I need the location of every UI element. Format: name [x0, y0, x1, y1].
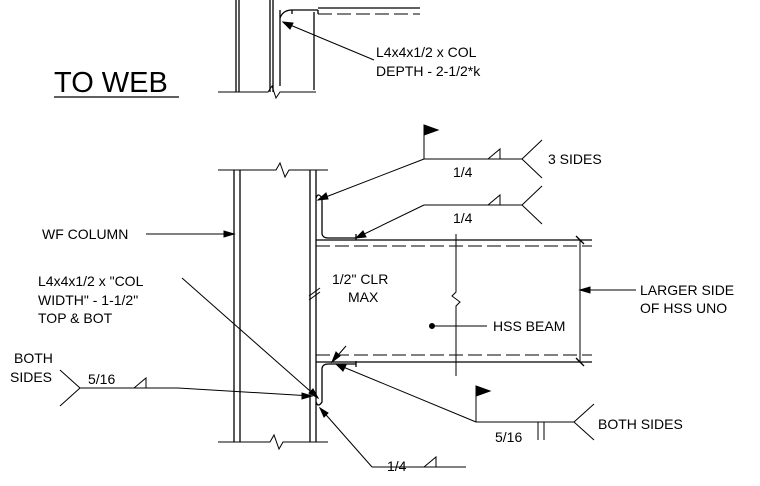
top-angle-label-line2: DEPTH - 2-1/2*k	[376, 63, 481, 79]
top-angle-label-line1: L4x4x1/2 x COL	[376, 44, 477, 60]
both-sides-left-line1: BOTH	[14, 350, 53, 366]
detail-title: TO WEB	[54, 67, 168, 99]
larger-side-label-line2: OF HSS UNO	[640, 300, 727, 316]
weld-size-right: 5/16	[495, 429, 522, 445]
both-sides-right-label: BOTH SIDES	[598, 416, 683, 432]
hss-beam-label: HSS BEAM	[493, 318, 565, 334]
three-sides-label: 3 SIDES	[548, 151, 602, 167]
angle-label-line2: WIDTH" - 1-1/2"	[38, 292, 138, 308]
top-detail	[218, 0, 420, 100]
bottom-clip-angle	[315, 361, 357, 406]
column-break-bottom	[218, 433, 328, 451]
wf-column	[233, 170, 317, 442]
dimension-line	[575, 235, 636, 367]
clearance-label-line2: MAX	[348, 289, 379, 305]
weld-size-bottom: 1/4	[387, 458, 407, 474]
both-sides-left-line2: SIDES	[10, 369, 52, 385]
weld-symbol-right	[334, 363, 595, 441]
weld-symbol-bottom	[318, 406, 466, 468]
weld-size-second: 1/4	[453, 210, 473, 226]
angle-label-line3: TOP & BOT	[38, 310, 113, 326]
larger-side-label-line1: LARGER SIDE	[640, 282, 734, 298]
weld-symbol-second	[354, 185, 543, 239]
weld-symbol-three-sides	[316, 124, 543, 201]
top-clip-angle	[315, 194, 357, 240]
weld-size-left: 5/16	[88, 371, 115, 387]
wf-column-label: WF COLUMN	[42, 226, 128, 242]
clearance-label-line1: 1/2" CLR	[332, 271, 388, 287]
angle-label-line1: L4x4x1/2 x "COL	[38, 273, 144, 289]
column-break-top	[218, 161, 328, 179]
hss-beam	[316, 234, 592, 376]
weld-size-upper: 1/4	[453, 164, 473, 180]
weld-symbol-left	[59, 369, 314, 407]
